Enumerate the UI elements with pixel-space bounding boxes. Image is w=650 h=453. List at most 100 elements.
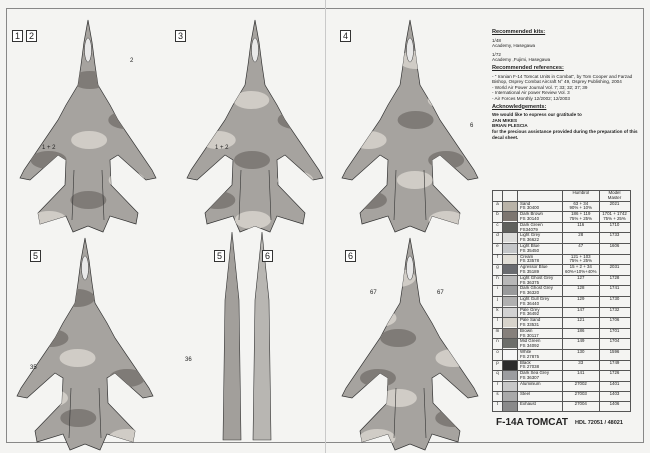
canopy (251, 37, 259, 63)
refs-heading: Recommended references: (492, 64, 564, 71)
aircraft-planform (19, 19, 157, 233)
humbrol-mix: 147 (577, 306, 585, 312)
camouflage-patch (30, 151, 67, 169)
paint-swatch (502, 211, 518, 223)
callout-tail-6: 6 (470, 123, 474, 129)
paint-swatch (502, 327, 518, 340)
paint-swatch (502, 338, 518, 350)
paint-fs: FS 34092 (520, 343, 540, 349)
kits-heading: Recommended kits: (492, 29, 546, 35)
camouflage-patch (32, 269, 69, 287)
mm-mix: 2021 (609, 200, 620, 206)
paint-fs: FS 27038 (520, 364, 540, 370)
reference-item: - " Iranian F-14 Tomcat Units in Combat"… (492, 73, 633, 85)
ack-heading: Acknowledgements: (492, 103, 547, 110)
mm-value: 1596 (598, 348, 631, 361)
humbrol-value: 116 (562, 221, 600, 234)
paint-swatch (502, 264, 518, 276)
vertical-tail (101, 169, 105, 221)
paint-swatch (502, 400, 518, 412)
camouflage-patch (59, 349, 96, 367)
camouflage-patch (397, 111, 434, 129)
humbrol-value: 28 (562, 232, 600, 244)
sheet-title: F-14A TOMCAT (496, 417, 569, 428)
camouflage-patch (108, 429, 145, 447)
paint-swatch (502, 390, 518, 402)
mm-value: 1728 (598, 274, 631, 287)
mm-value: 1401 (598, 380, 631, 392)
camouflage-patch (427, 91, 464, 109)
humbrol-value: 149 (562, 338, 600, 350)
humbrol-mix: 141 (577, 370, 585, 376)
paint-name: Exhaust (517, 400, 563, 412)
paint-name: Steel (517, 390, 563, 402)
paint-fs: FS 36492 (520, 311, 540, 317)
paint-swatch (502, 232, 518, 244)
kit2-makers: Academy ,Fujimi, Hasegawa (492, 57, 551, 63)
vertical-tail (393, 169, 397, 221)
vertical-tail (268, 169, 272, 221)
paint-letter: g (492, 264, 503, 276)
col-swatch (502, 190, 518, 202)
paint-fs: FS 27875 (520, 353, 540, 359)
camouflage-patch (70, 191, 107, 209)
paint-name-text: Mid Green (520, 338, 541, 344)
paint-swatch (502, 359, 518, 372)
paint-name-text: White (520, 348, 532, 354)
humbrol-value: 33 (562, 359, 600, 372)
humbrol-mix: 121 (577, 317, 585, 323)
callout-36: 36 (185, 357, 192, 363)
humbrol-mix: 149 (577, 338, 585, 344)
humbrol-value: 141 (562, 370, 600, 382)
humbrol-value: 127 (562, 274, 600, 287)
paint-fs: FS34079 (520, 226, 538, 232)
humbrol-value: 129 (562, 295, 600, 308)
paint-fs: FS 36622 (520, 237, 540, 243)
camouflage-patch (234, 211, 271, 229)
camouflage-patch (360, 309, 397, 327)
paint-name-text: Dark Green (520, 221, 543, 227)
view-label-2: 2 (26, 30, 38, 42)
paint-letter: d (492, 232, 503, 244)
paint-letter: s (492, 390, 503, 402)
vertical-tail (423, 169, 427, 221)
mm-mix: 1732 (609, 306, 620, 312)
paint-name-text: Light Grey (520, 232, 541, 238)
ack-outro: for the precious assistance provided dur… (492, 128, 638, 140)
reference-item: - International Air power Review Vol. 3 (492, 90, 570, 96)
paint-swatch (502, 348, 518, 361)
humbrol-mix: 128 (577, 285, 585, 291)
callout-35: 35 (30, 365, 37, 371)
paint-letter: m (492, 327, 503, 340)
humbrol-value: 130 (562, 348, 600, 361)
mm-mix: 1706 (609, 317, 620, 323)
vertical-tail (98, 387, 102, 439)
paint-fs: FS 36375 (520, 279, 540, 285)
camouflage-patch (428, 151, 465, 169)
canopy (81, 255, 89, 281)
humbrol-mix: 27003 (574, 390, 587, 396)
mm-value: 1749 (598, 359, 631, 372)
paint-letter: i (492, 285, 503, 297)
humbrol-mix: 186 + 119 (571, 211, 591, 217)
tail-fin-view (252, 231, 272, 441)
humbrol-ratio: 90% + 10% (569, 205, 593, 211)
humbrol-mix: 130 (577, 348, 585, 354)
